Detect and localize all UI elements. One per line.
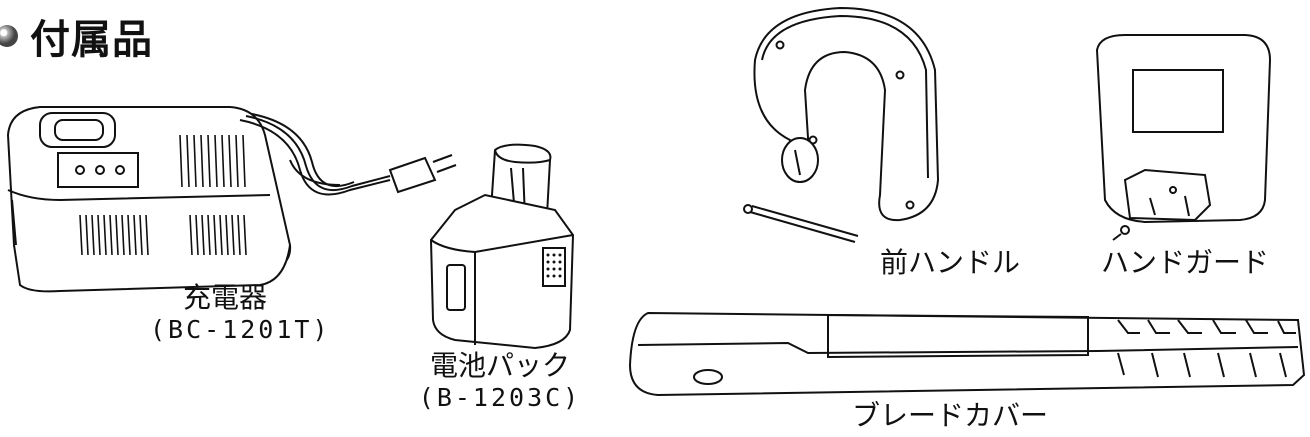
battery-pack-illustration xyxy=(425,140,585,355)
section-heading: 付属品 xyxy=(0,6,153,66)
charger-illustration xyxy=(0,95,300,295)
battery-name: 電池パック xyxy=(429,349,570,382)
section-title: 付属品 xyxy=(30,17,153,63)
bullet-icon xyxy=(0,25,18,47)
charger-model: (BC-1201T) xyxy=(150,315,331,344)
front-handle-label: 前ハンドル xyxy=(879,246,1020,279)
charger-cord-illustration xyxy=(230,110,460,220)
battery-label: 電池パック (B-1203C) xyxy=(405,350,595,414)
charger-label: 充電器 (BC-1201T) xyxy=(150,281,331,346)
blade-cover-illustration xyxy=(618,305,1308,400)
charger-name: 充電器 xyxy=(182,281,267,314)
blade-cover-label: ブレードカバー xyxy=(851,399,1048,432)
front-handle-illustration xyxy=(740,0,960,230)
hand-guard-illustration xyxy=(1085,30,1285,240)
battery-model: (B-1203C) xyxy=(418,383,582,412)
hand-guard-label: ハンドガード xyxy=(1100,246,1269,279)
